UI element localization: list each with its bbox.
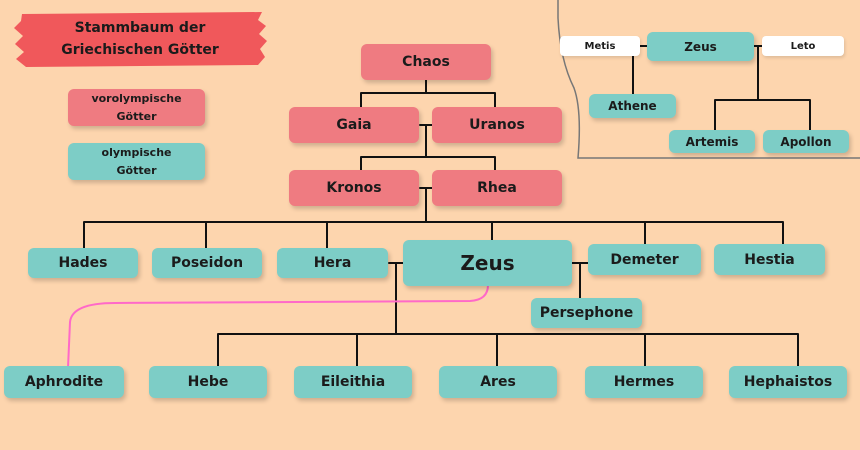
inset-node-metis: Metis xyxy=(560,36,640,56)
node-demeter: Demeter xyxy=(588,244,701,275)
node-poseidon: Poseidon xyxy=(152,248,262,278)
node-rhea: Rhea xyxy=(432,170,562,206)
node-ares: Ares xyxy=(439,366,557,398)
node-zeus: Zeus xyxy=(403,240,572,286)
node-persephone: Persephone xyxy=(531,298,642,328)
node-hera: Hera xyxy=(277,248,388,278)
inset-node-apollon: Apollon xyxy=(763,130,849,153)
node-hermes: Hermes xyxy=(585,366,703,398)
node-uranos: Uranos xyxy=(432,107,562,143)
legend-olympic-line-2: Götter xyxy=(116,163,157,177)
inset-node-leto: Leto xyxy=(762,36,844,56)
node-hephaistos: Hephaistos xyxy=(729,366,847,398)
node-eileithia: Eileithia xyxy=(294,366,412,398)
legend-preolympic-line-2: Götter xyxy=(116,109,157,123)
title-line-1: Stammbaum der xyxy=(74,19,206,36)
legend-preolympic-line-1: vorolympische xyxy=(91,92,182,106)
brush-stroke-shape xyxy=(14,12,267,67)
inset-node-artemis: Artemis xyxy=(669,130,755,153)
title-line-2: Griechischen Götter xyxy=(61,42,219,58)
legend-olympic-line-1: olympische xyxy=(101,146,172,160)
node-hebe: Hebe xyxy=(149,366,267,398)
inset-node-zeus: Zeus xyxy=(647,32,754,61)
node-aphrodite: Aphrodite xyxy=(4,366,124,398)
inset-node-athene: Athene xyxy=(589,94,676,118)
node-hestia: Hestia xyxy=(714,244,825,275)
node-kronos: Kronos xyxy=(289,170,419,206)
node-hades: Hades xyxy=(28,248,138,278)
node-chaos: Chaos xyxy=(361,44,491,80)
node-gaia: Gaia xyxy=(289,107,419,143)
